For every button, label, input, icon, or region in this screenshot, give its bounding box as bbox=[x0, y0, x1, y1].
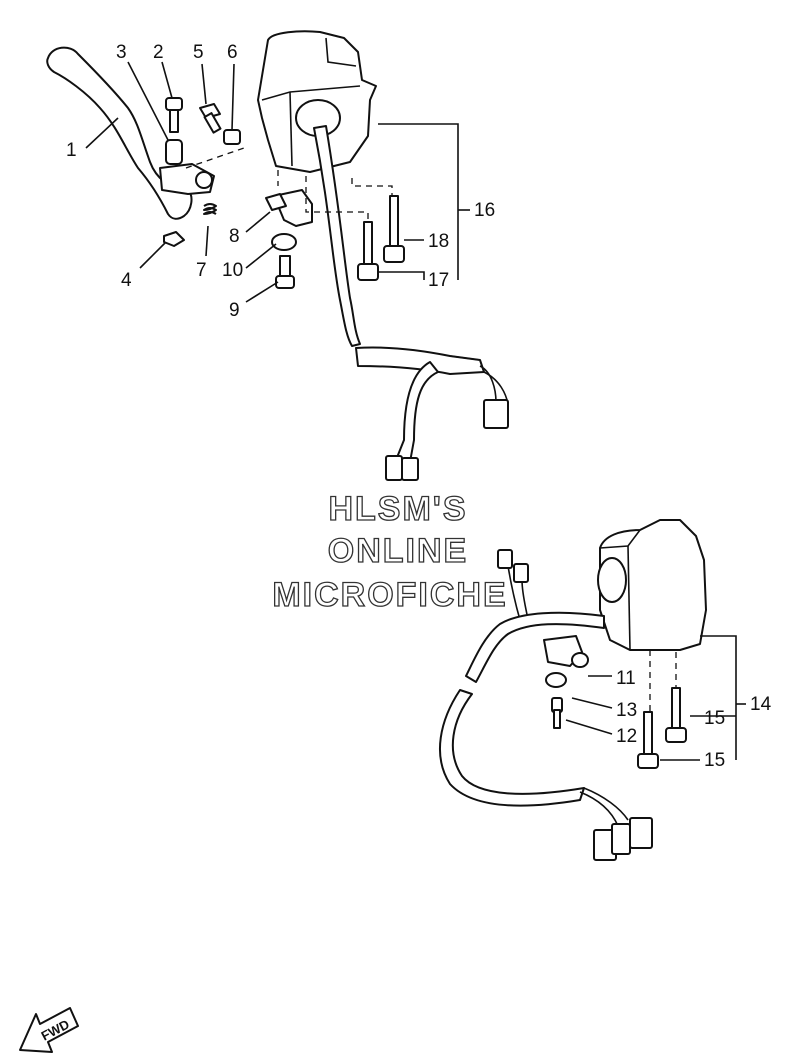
callout-11: 11 bbox=[616, 668, 636, 689]
leader-lines bbox=[85, 61, 746, 761]
callout-17: 17 bbox=[428, 270, 449, 291]
connector-lower-a bbox=[497, 549, 513, 569]
callout-14: 14 bbox=[750, 694, 772, 715]
washer-13 bbox=[545, 672, 567, 688]
watermark-line-1: HLSM'S bbox=[328, 490, 467, 528]
collar-3 bbox=[165, 139, 183, 165]
washer-10 bbox=[271, 233, 297, 251]
callout-5: 5 bbox=[193, 42, 204, 63]
spring-7 bbox=[203, 203, 217, 215]
callout-labels: 1 2 3 4 5 6 7 8 9 10 11 12 13 14 15 15 1… bbox=[66, 42, 772, 771]
callout-1: 1 bbox=[66, 140, 77, 161]
callout-15-a: 15 bbox=[704, 708, 725, 729]
brake-lever bbox=[46, 46, 193, 220]
callout-10: 10 bbox=[222, 260, 243, 281]
screw-17 bbox=[363, 221, 373, 267]
screw-15-a bbox=[671, 687, 681, 731]
callout-4: 4 bbox=[121, 270, 132, 291]
screw-9 bbox=[279, 255, 291, 279]
watermark-line-2: ONLINE bbox=[328, 532, 468, 570]
upper-wire-harness bbox=[313, 125, 361, 347]
lever-assembly bbox=[46, 46, 245, 247]
left-handlebar-switch bbox=[257, 30, 509, 481]
screw-18 bbox=[389, 195, 399, 249]
nut-6 bbox=[223, 129, 241, 145]
callout-16: 16 bbox=[474, 200, 495, 221]
right-handlebar-switch bbox=[439, 519, 707, 861]
lower-wire-harness bbox=[465, 611, 605, 683]
callout-8: 8 bbox=[229, 226, 240, 247]
connector-upper-a bbox=[483, 399, 509, 429]
screw-2 bbox=[165, 97, 183, 111]
switch-housing-lower bbox=[599, 519, 707, 651]
callout-6: 6 bbox=[227, 42, 238, 63]
forward-arrow: FWD bbox=[19, 1007, 79, 1053]
nut-4 bbox=[163, 231, 185, 247]
watermark: HLSM'S ONLINE MICROFICHE bbox=[272, 489, 507, 614]
watermark-line-3: MICROFICHE bbox=[272, 576, 507, 614]
screw-15-b bbox=[643, 711, 653, 757]
right-bore bbox=[597, 557, 627, 603]
fwd-arrow-icon bbox=[19, 1007, 79, 1053]
connector-upper-b bbox=[385, 455, 403, 481]
bolt-5 bbox=[199, 103, 221, 119]
fwd-label: FWD bbox=[39, 1016, 72, 1043]
callout-9: 9 bbox=[229, 300, 240, 321]
callout-15-b: 15 bbox=[704, 750, 725, 771]
callout-13: 13 bbox=[616, 700, 637, 721]
callout-3: 3 bbox=[116, 42, 127, 63]
callout-12: 12 bbox=[616, 726, 637, 747]
callout-2: 2 bbox=[153, 42, 164, 63]
callout-18: 18 bbox=[428, 231, 449, 252]
callout-7: 7 bbox=[196, 260, 207, 281]
